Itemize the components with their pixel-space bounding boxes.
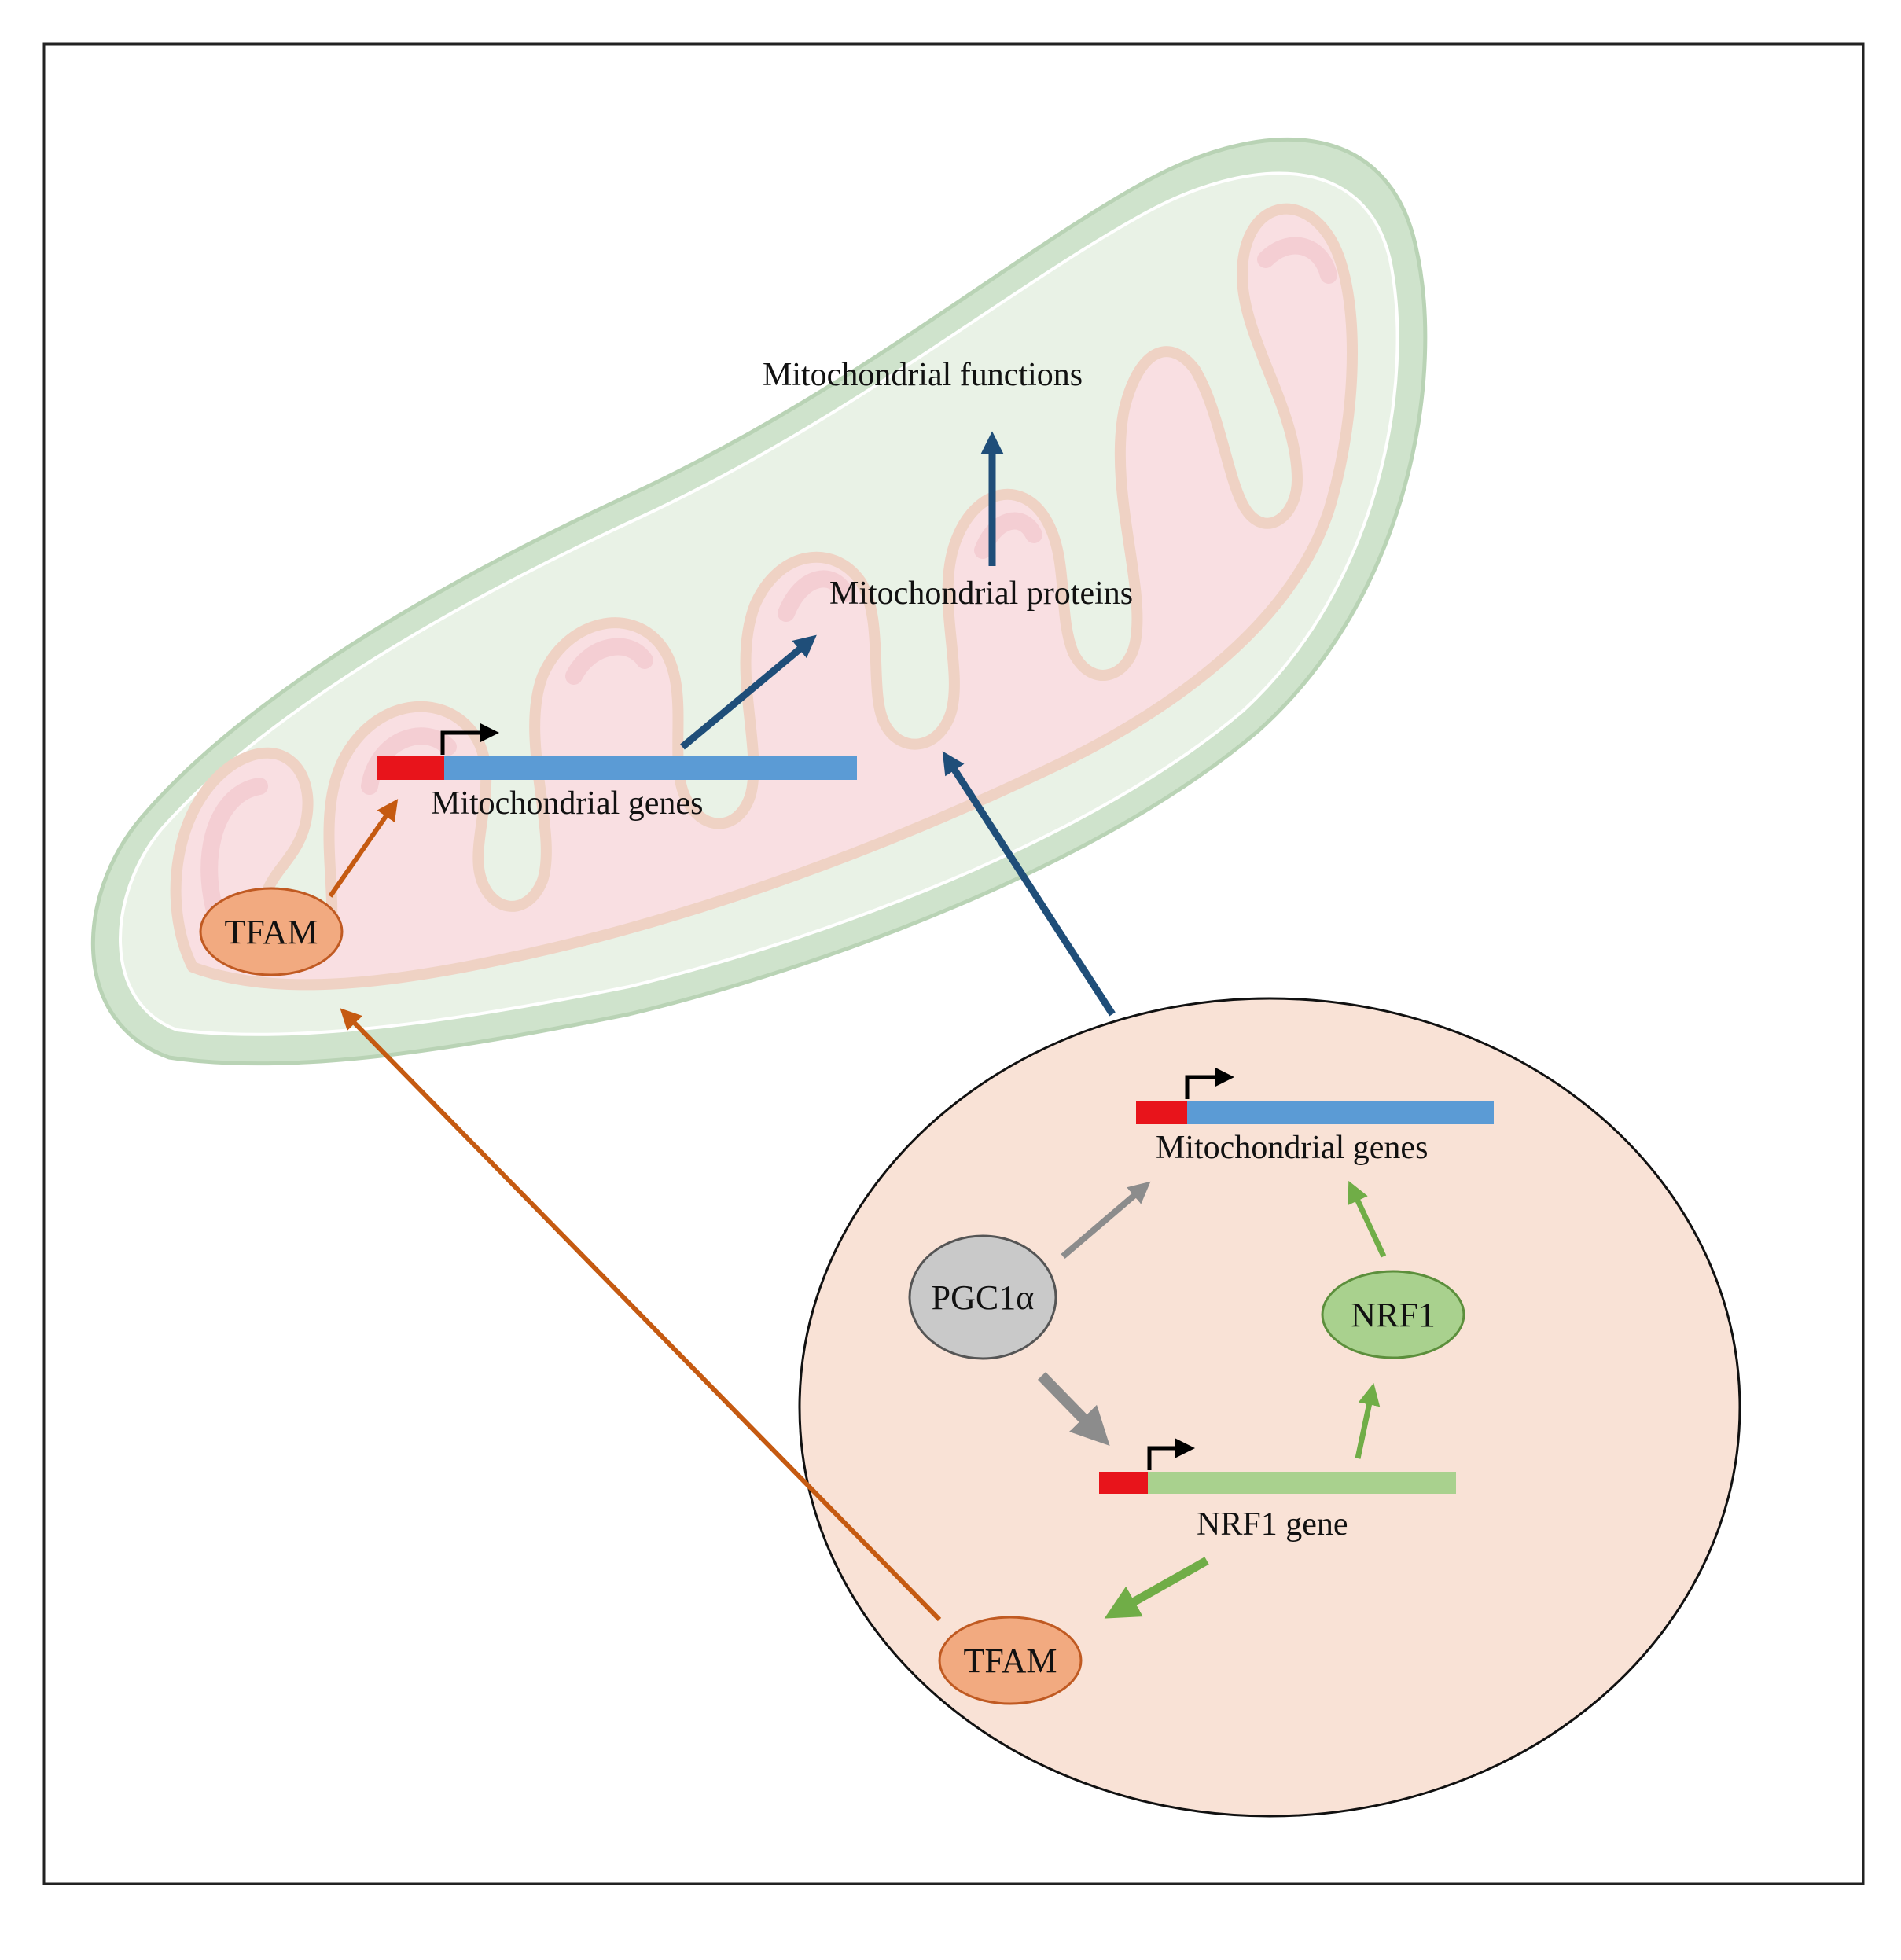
cristae xyxy=(170,203,1358,991)
mitochondrion xyxy=(90,137,1428,1066)
mito-gene-mitochondrion xyxy=(377,723,857,780)
cristae-highlights xyxy=(200,237,1337,936)
svg-text:TFAM: TFAM xyxy=(225,913,318,951)
nrf1-gene xyxy=(1099,1438,1456,1494)
arrow-nrf1-gene-to-nrf1 xyxy=(1355,1383,1381,1459)
mito-genes-nucleus-label: Mitochondrial genes xyxy=(1156,1130,1428,1166)
pgc1a-node: PGC1α xyxy=(908,1234,1057,1360)
mito-proteins-label: Mitochondrial proteins xyxy=(829,575,1133,612)
transcription-start-arrow xyxy=(1185,1067,1234,1099)
arrow-tfam-import xyxy=(340,1008,942,1622)
arrow-pgc1a-to-mito-genes xyxy=(1061,1181,1151,1259)
tfam-mito-node: TFAM xyxy=(199,887,344,976)
arrow-tfam-to-mito-genes xyxy=(328,799,399,898)
transcription-start-arrow xyxy=(440,723,499,755)
gene-body xyxy=(1148,1472,1456,1494)
arrow-nrf1-to-mito-genes xyxy=(1348,1180,1387,1258)
nrf1-gene-label: NRF1 gene xyxy=(1197,1506,1348,1543)
arrow-nrf1-gene-to-tfam xyxy=(1104,1557,1209,1619)
nucleus xyxy=(798,997,1741,1818)
arrow-pgc1a-to-nrf1-gene xyxy=(1037,1372,1110,1447)
mito-functions-label: Mitochondrial functions xyxy=(763,357,1083,393)
arrow-nucleus-to-proteins xyxy=(942,751,1116,1017)
gene-body xyxy=(444,756,857,780)
svg-text:NRF1: NRF1 xyxy=(1351,1296,1436,1334)
promoter xyxy=(377,756,444,780)
gene-body xyxy=(1187,1101,1494,1124)
svg-text:PGC1α: PGC1α xyxy=(932,1278,1035,1317)
promoter xyxy=(1136,1101,1187,1124)
nrf1-node: NRF1 xyxy=(1321,1270,1465,1359)
transcription-start-arrow xyxy=(1147,1438,1195,1470)
promoter xyxy=(1099,1472,1148,1494)
mito-genes-label: Mitochondrial genes xyxy=(431,785,703,822)
mito-gene-nucleus xyxy=(1136,1067,1494,1124)
svg-text:TFAM: TFAM xyxy=(964,1642,1057,1680)
arrow-genes-to-proteins xyxy=(680,634,817,750)
tfam-nucleus-node: TFAM xyxy=(938,1616,1083,1705)
